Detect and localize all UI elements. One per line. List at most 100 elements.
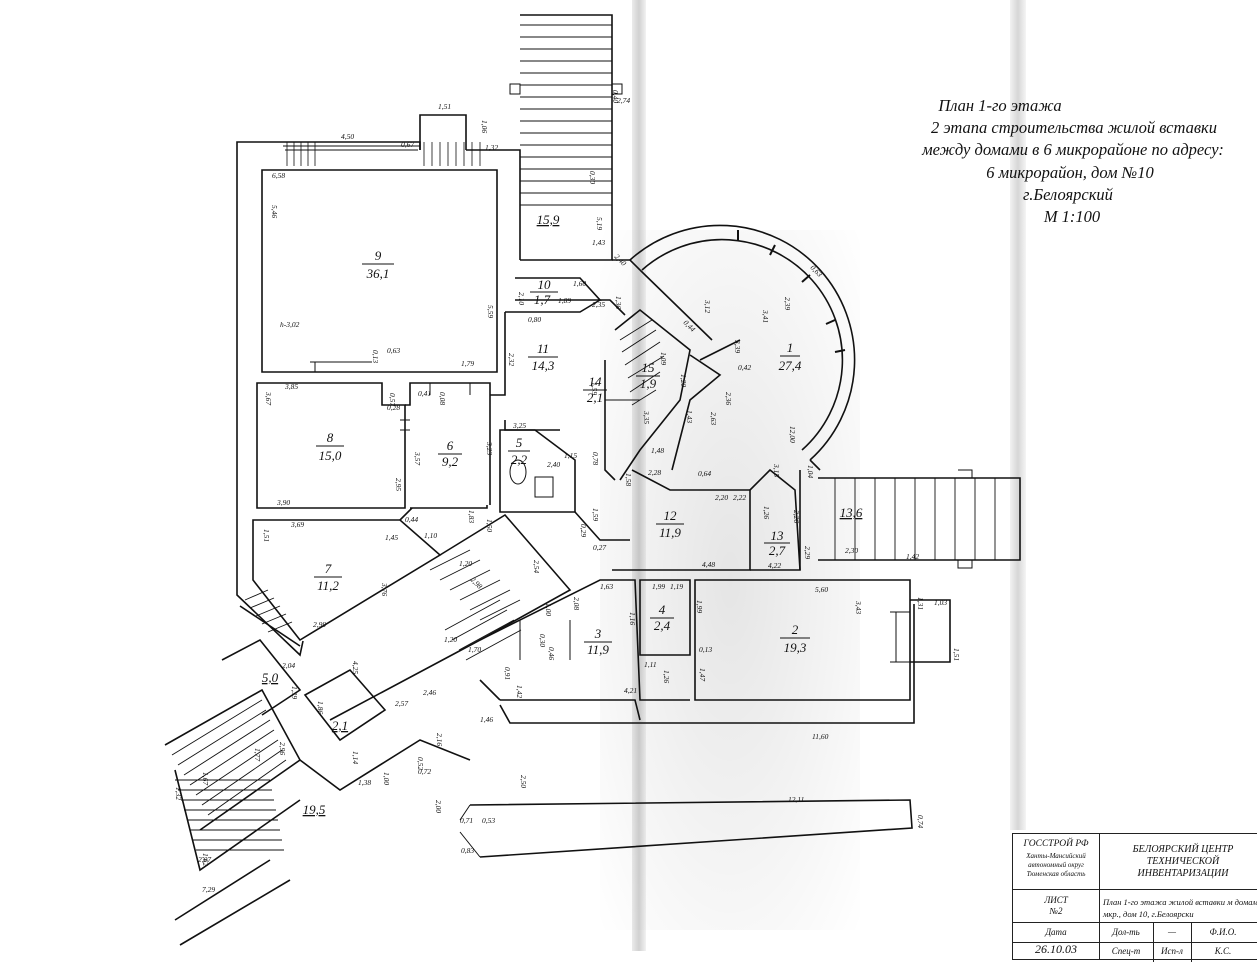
dimension-label: 1,32	[174, 787, 183, 800]
dimension-label: 1,00	[544, 603, 553, 616]
dimension-label: 0,13	[371, 350, 380, 363]
stamp-col3: К.С.	[1214, 946, 1232, 956]
dimension-label: 1,36	[614, 296, 623, 309]
dimension-label: 2,16	[435, 733, 444, 746]
title-line-1: План 1-го этажа	[938, 96, 1062, 115]
dimension-label: 1,48	[651, 446, 664, 455]
dimension-label: 1,16	[628, 612, 637, 625]
dimension-label: 1,58	[624, 473, 633, 486]
room-11: 11 14,3	[528, 341, 558, 373]
dimension-label: 1,70	[468, 645, 481, 654]
dimension-label: 1,51	[952, 648, 961, 661]
dimension-label: 2,54	[532, 560, 541, 573]
dimension-label: 2,99	[313, 620, 326, 629]
room-labels: 1 27,4 2 19,3 3 11,9 4 2,4 5 2,2 6 9,2	[262, 212, 863, 817]
area-vestibule: 2,1	[332, 718, 348, 733]
svg-text:2,7: 2,7	[769, 543, 786, 558]
svg-text:19,3: 19,3	[784, 640, 807, 655]
dimension-label: 0,42	[738, 363, 751, 372]
svg-text:15,0: 15,0	[319, 448, 342, 463]
dimension-label: 0,63	[809, 263, 825, 279]
dimension-label: 1,50	[485, 519, 494, 532]
dimension-label: 1,39	[290, 686, 299, 699]
dimension-label: 1,15	[564, 451, 577, 460]
dimension-label: 0,91	[503, 667, 512, 680]
dimension-label: 3,12	[703, 299, 712, 313]
dimension-label: 5,46	[270, 205, 279, 218]
dimension-label: 1,89	[558, 296, 571, 305]
dimension-label: 0,64	[698, 469, 711, 478]
room-1-area: 27,4	[779, 358, 802, 373]
dimension-label: 1,14	[351, 751, 360, 764]
dimension-label: 1,47	[698, 668, 707, 681]
dimension-label: 0,80	[528, 315, 541, 324]
dimension-label: 2,04	[282, 661, 295, 670]
dimension-label: 0,57	[388, 393, 397, 406]
dimension-label: 1,09	[659, 352, 668, 365]
svg-text:3: 3	[594, 626, 602, 641]
stamp-fio-label: Ф.И.О.	[1209, 927, 1237, 937]
room-6: 6 9,2	[438, 438, 462, 469]
dimension-label: 3,57	[413, 451, 422, 465]
height-note: h-3,02	[280, 320, 300, 329]
svg-text:2,2: 2,2	[511, 452, 528, 467]
dimension-label: 1,63	[600, 582, 613, 591]
dimension-label: 1,51	[262, 529, 271, 542]
stamp-spec: Спец-т	[1111, 946, 1141, 956]
dimension-label: 1,60	[573, 279, 586, 288]
dimension-label: 2,35	[592, 300, 605, 309]
dimension-label: 1,00	[382, 772, 391, 785]
dimension-label: 2,57	[395, 699, 408, 708]
dimension-label: 1,42	[906, 552, 919, 561]
room-5: 5 2,2	[508, 435, 530, 467]
dimension-label: 2,20	[715, 493, 728, 502]
svg-text:13: 13	[771, 528, 785, 543]
dimension-label: 2,96	[278, 742, 287, 755]
svg-text:14,3: 14,3	[532, 358, 555, 373]
dimension-label: 2,00	[434, 800, 443, 813]
dimension-label: 2,40	[613, 252, 629, 268]
dimension-label: 0,53	[482, 816, 495, 825]
dimension-label: 4,22	[768, 561, 781, 570]
dimension-label: 1,45	[385, 533, 398, 542]
stamp-sheet-label: ЛИСТ	[1044, 895, 1068, 905]
svg-text:36,1: 36,1	[366, 266, 390, 281]
dimension-label: 1,19	[670, 582, 683, 591]
svg-text:1,7: 1,7	[534, 292, 551, 307]
svg-text:5: 5	[516, 435, 523, 450]
dimension-label: 0,08	[438, 392, 447, 405]
room-3: 3 11,9	[584, 626, 612, 657]
dimension-label: 5,59	[486, 305, 495, 318]
dimension-label: 2,26	[792, 510, 801, 523]
svg-text:11,2: 11,2	[317, 578, 339, 593]
dimension-label: 3,25	[512, 421, 526, 430]
dimension-label: 0,83	[461, 846, 474, 855]
room-2: 2 19,3	[780, 622, 810, 655]
dimension-label: 0,40	[611, 90, 620, 103]
dimension-label: 0,29	[579, 524, 588, 537]
dimension-label: 0,67	[401, 140, 414, 149]
svg-text:9: 9	[375, 248, 382, 263]
area-porch: 19,5	[303, 802, 326, 817]
room-15: 15 1,9	[636, 360, 660, 391]
dimension-label: 3,35	[642, 410, 651, 424]
dimension-label: 2,28	[648, 468, 661, 477]
svg-text:11,9: 11,9	[659, 525, 681, 540]
dimension-label: 1,43	[685, 410, 694, 423]
dimension-label: 1,20	[679, 374, 688, 387]
dimension-label: 3,15	[772, 463, 781, 477]
dimension-label: 1,59	[591, 508, 600, 521]
dimension-label: 1,79	[461, 359, 474, 368]
stamp-date-value: 26.10.03	[1035, 942, 1077, 956]
dimension-label: 4,25	[351, 661, 360, 674]
svg-text:14: 14	[589, 374, 603, 389]
dimension-label: 0,44	[405, 515, 418, 524]
dimension-label: 1,83	[467, 510, 476, 523]
dimension-label: 2,29	[803, 546, 812, 559]
dimension-label: 0,63	[387, 346, 400, 355]
room-8: 8 15,0	[316, 430, 344, 463]
stamp-date-label: Дата	[1045, 927, 1067, 937]
dimension-label: 4,48	[702, 560, 715, 569]
dimension-label: 2,10	[517, 292, 526, 305]
